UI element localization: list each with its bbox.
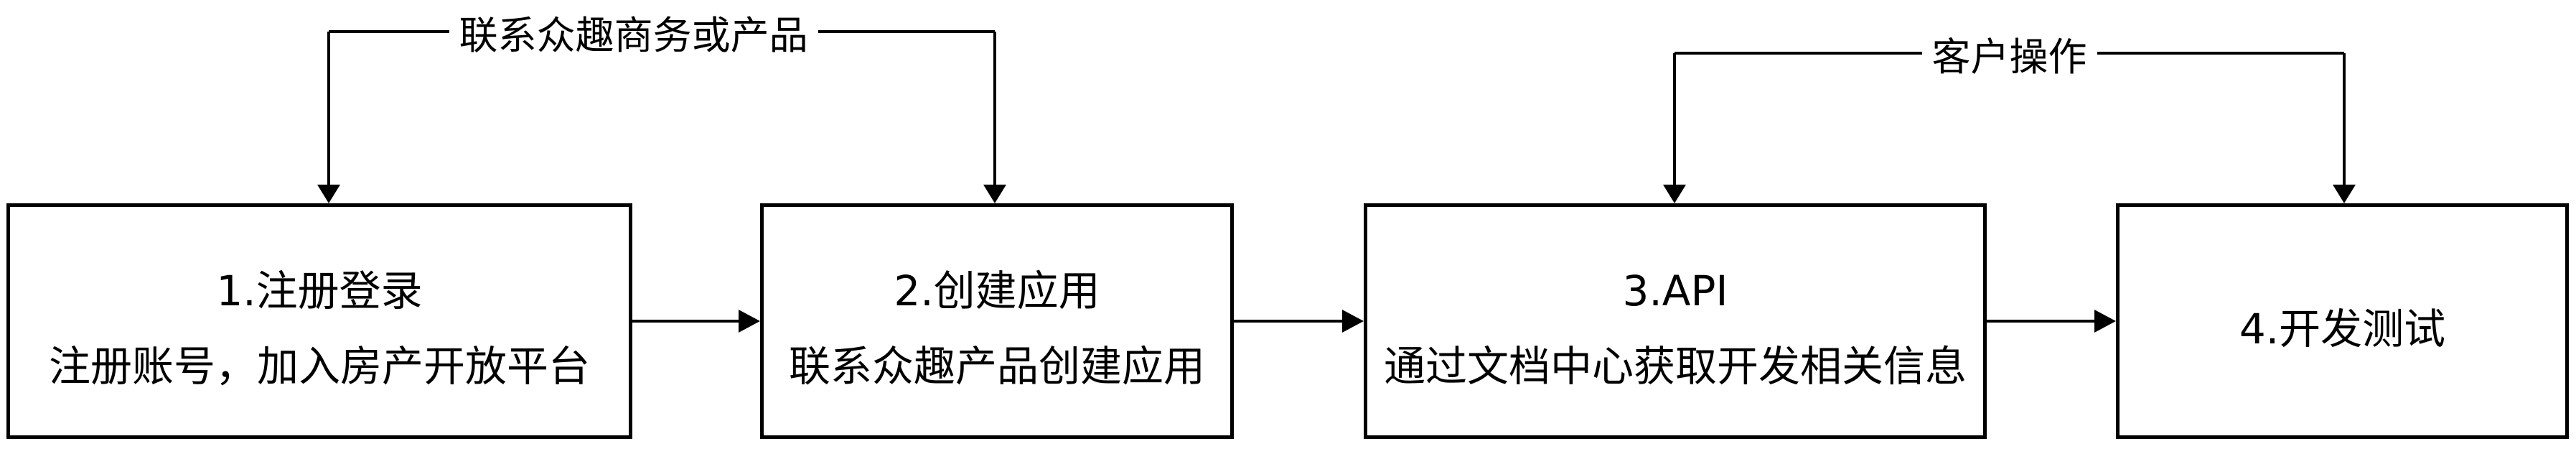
connector-line	[1234, 320, 1342, 323]
bracket-line-right	[2097, 52, 2344, 55]
flow-box-dev-test: 4.开发测试	[2116, 203, 2569, 439]
bracket-line-left	[329, 30, 449, 33]
annotation-label: 联系众趣商务或产品	[459, 12, 808, 58]
bracket-line-left	[1675, 52, 1922, 55]
box-subtitle: 联系众趣产品创建应用	[788, 342, 1205, 391]
arrow-down-icon	[983, 185, 1006, 203]
arrow-down-icon	[1663, 185, 1686, 203]
annotation-label: 客户操作	[1931, 34, 2087, 80]
flow-box-api: 3.API 通过文档中心获取开发相关信息	[1364, 203, 1987, 439]
box-subtitle: 注册账号，加入房产开放平台	[48, 342, 590, 391]
connector-line	[1987, 320, 2094, 323]
annotation-bracket-contact: 联系众趣商务或产品	[329, 7, 995, 58]
arrow-down-icon	[317, 185, 340, 203]
bracket-drop-line	[327, 32, 330, 185]
arrow-right-icon	[2094, 310, 2116, 333]
box-title: 4.开发测试	[2239, 304, 2446, 353]
flow-box-register-login: 1.注册登录 注册账号，加入房产开放平台	[6, 203, 632, 439]
bracket-drop-line	[1673, 53, 1676, 185]
box-title: 1.注册登录	[216, 267, 423, 316]
box-title: 2.创建应用	[894, 267, 1100, 316]
bracket-line-right	[818, 30, 995, 33]
arrow-down-icon	[2333, 185, 2356, 203]
box-title: 3.API	[1622, 267, 1728, 316]
box-subtitle: 通过文档中心获取开发相关信息	[1383, 342, 1967, 391]
annotation-bracket-customer: 客户操作	[1675, 29, 2344, 80]
flow-box-create-app: 2.创建应用 联系众趣产品创建应用	[760, 203, 1234, 439]
connector-line	[632, 320, 739, 323]
arrow-right-icon	[739, 310, 760, 333]
bracket-drop-line	[2343, 53, 2346, 185]
bracket-drop-line	[993, 32, 996, 185]
arrow-right-icon	[1342, 310, 1364, 333]
